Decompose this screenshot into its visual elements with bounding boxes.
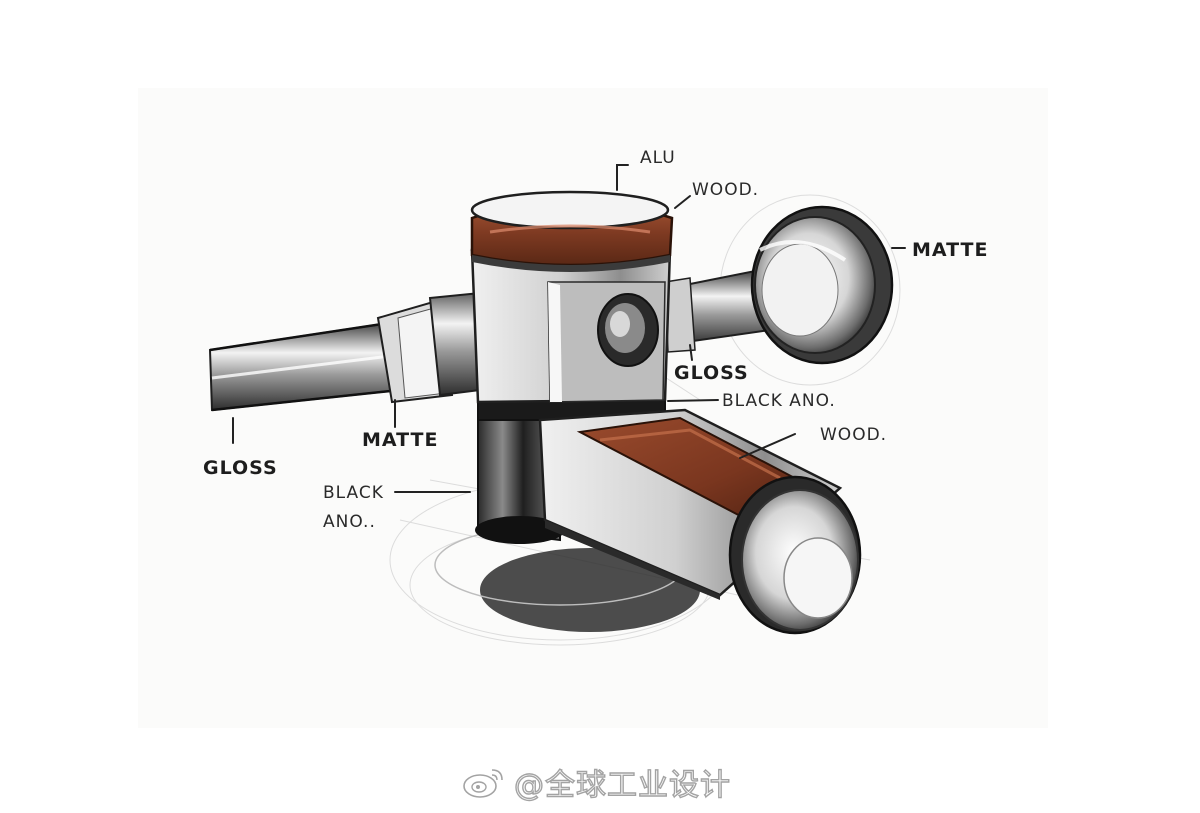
watermark: @全球工业设计 [462,762,731,804]
right-knob [750,205,894,365]
label-wood-handle: WOOD. [820,425,888,445]
label-alu: ALU [640,148,676,168]
label-black-left-1: BLACK [323,483,384,503]
weibo-logo-icon [463,769,503,798]
main-body [470,248,672,404]
label-black-ano-mid: BLACK ANO. [722,391,836,411]
label-wood-top: WOOD. [692,180,760,200]
handle-end-cap [728,475,862,635]
label-black-left-2: ANO.. [323,512,376,532]
left-rod [208,320,402,412]
label-gloss-right: GLOSS [674,362,749,384]
leader-lines [232,164,906,493]
label-gloss-left: GLOSS [203,457,278,479]
label-matte-right: MATTE [912,239,989,261]
label-matte-left: MATTE [362,429,439,451]
top-wood-cap [470,190,674,272]
watermark-text: @全球工业设计 [513,767,731,803]
